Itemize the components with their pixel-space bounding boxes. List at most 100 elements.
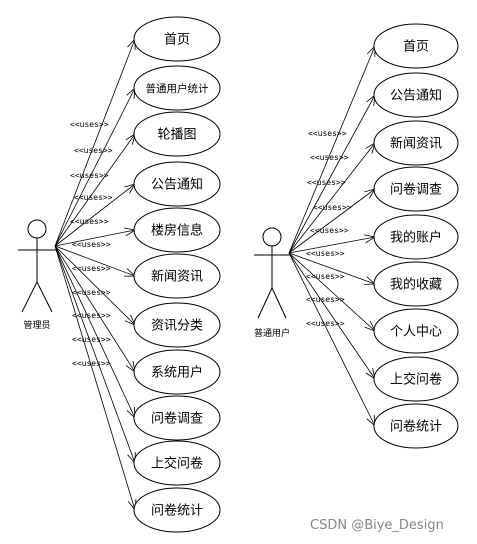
association-line bbox=[54, 245, 136, 277]
admin-actor-head bbox=[27, 219, 47, 239]
admin-use-case-8: 问卷调查 <<uses>> bbox=[54, 245, 221, 441]
use-case-ellipse bbox=[373, 261, 459, 307]
uses-label: <<uses>> bbox=[70, 171, 109, 180]
association-line bbox=[288, 252, 376, 427]
admin-actor-name: 管理员 bbox=[23, 319, 50, 331]
uses-label: <<uses>> bbox=[74, 193, 113, 202]
use-case-label: 资讯分类 bbox=[151, 319, 203, 334]
admin-actor-left-leg bbox=[21, 281, 38, 313]
use-case-ellipse bbox=[373, 72, 459, 118]
uses-label: <<uses>> bbox=[70, 217, 109, 226]
admin-actor-right-leg bbox=[36, 281, 53, 313]
user-actor-right-leg bbox=[271, 287, 287, 319]
admin-associations: 首页<<uses>>普通用户统计<<uses>>轮播图<<uses>>公告通知<… bbox=[54, 16, 221, 533]
use-case-ellipse bbox=[133, 253, 221, 299]
user-associations: 首页<<uses>>公告通知<<uses>>新闻资讯<<uses>>问卷调查<<… bbox=[288, 23, 459, 449]
admin-use-case-2: 轮播图<<uses>> bbox=[54, 111, 221, 247]
association-line bbox=[288, 142, 376, 254]
use-case-ellipse bbox=[133, 349, 221, 395]
user-use-case-0: 首页 <<uses>> bbox=[288, 23, 459, 254]
use-case-ellipse bbox=[133, 302, 221, 348]
uses-label: <<uses>> bbox=[308, 129, 347, 138]
user-use-case-1: 公告通知<<uses>> bbox=[288, 72, 459, 254]
admin-use-case-5: 新闻资讯<<uses>> bbox=[54, 240, 221, 299]
user-actor: 普通用户 bbox=[254, 227, 290, 339]
use-case-label: 上交问卷 bbox=[390, 372, 442, 388]
use-case-ellipse bbox=[133, 111, 221, 157]
use-case-ellipse bbox=[373, 356, 459, 402]
use-case-ellipse bbox=[373, 214, 459, 260]
use-case-label: 我的收藏 bbox=[390, 277, 442, 293]
user-use-case-7: 上交问卷 <<uses>> bbox=[288, 252, 459, 402]
uses-label: <<uses>> bbox=[74, 146, 113, 155]
user-use-case-8: 问卷统计 <<uses>> bbox=[288, 252, 459, 449]
association-line bbox=[288, 236, 376, 254]
association-line bbox=[288, 94, 376, 254]
use-case-ellipse bbox=[373, 403, 459, 449]
user-use-case-5: 我的收藏 <<uses>> bbox=[288, 249, 459, 307]
use-case-label: 问卷调查 bbox=[151, 411, 203, 427]
use-case-ellipse bbox=[373, 308, 459, 354]
uses-label: <<uses>> bbox=[72, 335, 111, 344]
association-line bbox=[54, 245, 136, 511]
user-actor-head bbox=[262, 227, 282, 247]
use-case-ellipse bbox=[133, 487, 221, 533]
user-actor-name: 普通用户 bbox=[254, 327, 290, 339]
uses-label: <<uses>> bbox=[306, 295, 345, 304]
association-line bbox=[54, 229, 136, 247]
association-line bbox=[288, 252, 376, 380]
use-case-ellipse bbox=[133, 65, 221, 111]
uses-label: <<uses>> bbox=[310, 226, 349, 235]
association-line bbox=[54, 133, 136, 247]
use-case-ellipse bbox=[373, 166, 459, 212]
uses-label: <<uses>> bbox=[72, 264, 111, 273]
admin-use-case-9: 上交问卷 <<uses>> bbox=[54, 245, 221, 486]
admin-use-case-4: 楼房信息<<uses>> bbox=[54, 207, 221, 253]
watermark: CSDN @Biye_Design bbox=[310, 518, 444, 533]
use-case-ellipse bbox=[133, 161, 221, 207]
use-case-label: 首页 bbox=[164, 33, 190, 48]
uses-label: <<uses>> bbox=[306, 249, 345, 258]
user-use-case-4: 我的账户 <<uses>> bbox=[288, 214, 459, 260]
use-case-label: 问卷调查 bbox=[390, 182, 442, 198]
user-actor-left-leg bbox=[257, 287, 273, 319]
use-case-label: 系统用户 bbox=[151, 365, 203, 381]
uses-label: <<uses>> bbox=[70, 120, 109, 129]
use-case-ellipse bbox=[133, 16, 221, 62]
uses-label: <<uses>> bbox=[72, 311, 111, 320]
use-case-label: 首页 bbox=[403, 40, 429, 55]
admin-use-case-3: 公告通知<<uses>> bbox=[54, 161, 221, 247]
association-line bbox=[54, 183, 136, 247]
user-use-case-3: 问卷调查 <<uses>> bbox=[288, 166, 459, 254]
uses-label: <<uses>> bbox=[306, 272, 345, 281]
admin-use-case-1: 普通用户统计 <<uses>> bbox=[54, 65, 221, 247]
use-case-label: 上交问卷 bbox=[151, 456, 203, 472]
use-case-label: 我的账户 bbox=[390, 230, 442, 246]
admin-use-case-0: 首页 <<uses>> bbox=[54, 16, 221, 247]
use-case-label: 普通用户统计 bbox=[146, 82, 209, 95]
use-case-ellipse bbox=[133, 207, 221, 253]
uses-label: <<uses>> bbox=[307, 178, 346, 187]
association-line bbox=[288, 252, 376, 332]
uses-label: <<uses>> bbox=[313, 203, 352, 212]
association-line bbox=[54, 38, 136, 247]
admin-actor: 管理员 bbox=[18, 219, 56, 331]
use-case-ellipse bbox=[373, 23, 459, 69]
use-case-label: 问卷统计 bbox=[390, 419, 442, 435]
use-case-label: 个人中心 bbox=[390, 325, 442, 340]
admin-use-case-6: 资讯分类 <<uses>> bbox=[54, 245, 221, 348]
uses-label: <<uses>> bbox=[310, 153, 349, 162]
use-case-ellipse bbox=[373, 120, 459, 166]
uses-label: <<uses>> bbox=[72, 288, 111, 297]
association-line bbox=[54, 245, 136, 464]
use-case-ellipse bbox=[133, 440, 221, 486]
use-case-label: 问卷统计 bbox=[151, 503, 203, 519]
association-line bbox=[54, 87, 136, 247]
association-line bbox=[54, 245, 136, 373]
association-line bbox=[54, 245, 136, 326]
association-line bbox=[288, 45, 376, 254]
association-line bbox=[288, 188, 376, 254]
uses-label: <<uses>> bbox=[72, 240, 111, 249]
user-use-case-2: 新闻资讯<<uses>> bbox=[288, 120, 459, 254]
